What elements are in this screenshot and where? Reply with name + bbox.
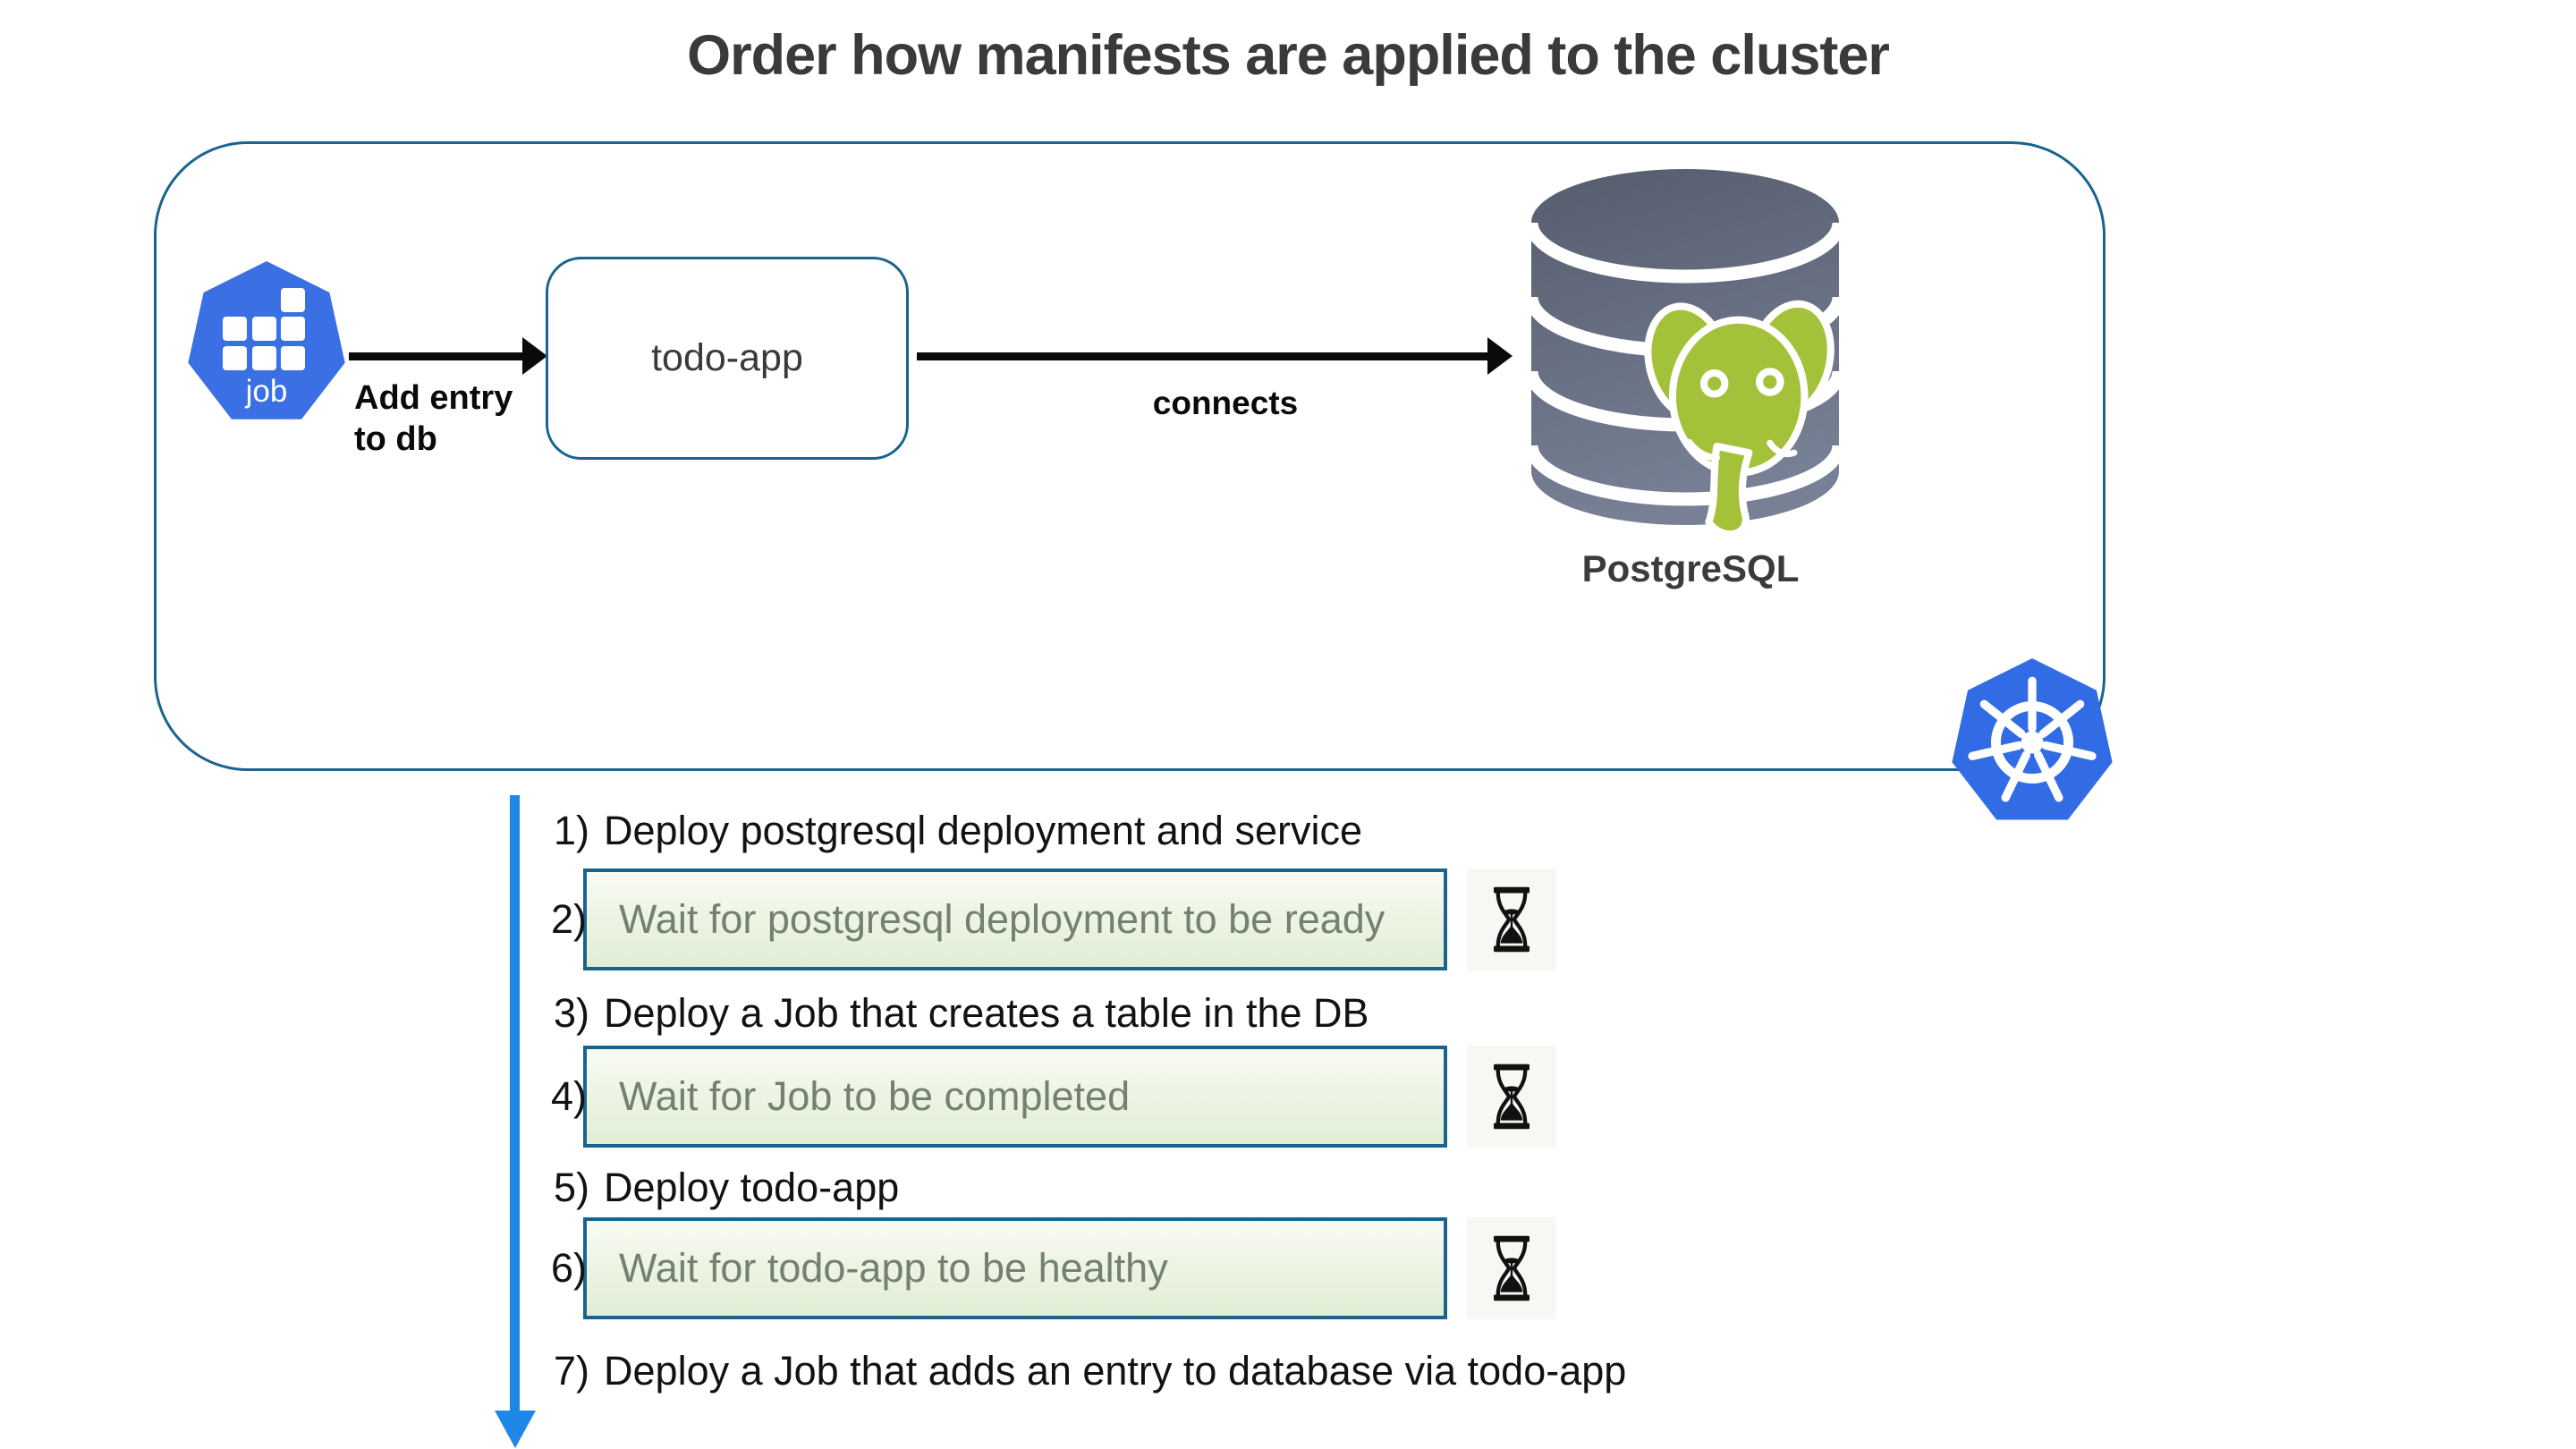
step-text: Deploy a Job that creates a table in the… xyxy=(604,990,1369,1036)
job-node-label: job xyxy=(245,374,288,409)
add-entry-arrow-head xyxy=(522,337,547,375)
add-entry-edge-label: Add entry to db xyxy=(354,379,513,458)
step-text: Wait for Job to be completed xyxy=(619,1073,1131,1119)
step-row-6-wait-box: Wait for todo-app to be healthy xyxy=(583,1217,1447,1319)
job-grid-square xyxy=(281,317,305,341)
hourglass-icon xyxy=(1494,886,1530,953)
connects-edge-label: connects xyxy=(1152,385,1299,421)
job-grid-square xyxy=(223,346,247,370)
hourglass-tile xyxy=(1467,869,1556,970)
hourglass-icon xyxy=(1494,1063,1530,1130)
step-text: Deploy todo-app xyxy=(604,1165,900,1210)
step-number: 2) xyxy=(550,896,587,942)
step-row-5: 5) Deploy todo-app xyxy=(554,1165,899,1211)
step-number: 3) xyxy=(554,990,590,1036)
connects-arrow-head xyxy=(1487,337,1513,375)
step-row-4-wait-box: Wait for Job to be completed xyxy=(583,1046,1447,1148)
connects-arrow-line xyxy=(917,352,1489,360)
step-number: 4) xyxy=(550,1073,587,1119)
todo-app-label: todo-app xyxy=(651,336,803,379)
steps-order-arrow-head xyxy=(495,1411,536,1448)
kubernetes-logo-icon xyxy=(1952,658,2113,820)
hourglass-tile xyxy=(1467,1217,1556,1319)
step-number: 5) xyxy=(554,1165,590,1210)
step-text: Deploy a Job that adds an entry to datab… xyxy=(604,1348,1627,1394)
job-grid-square xyxy=(252,317,276,341)
step-row-1: 1) Deploy postgresql deployment and serv… xyxy=(554,808,1362,854)
todo-app-node: todo-app xyxy=(546,257,909,460)
hourglass-icon xyxy=(1494,1235,1530,1301)
step-number: 1) xyxy=(554,808,590,853)
kubernetes-helm-wheel-icon xyxy=(1968,676,2097,802)
step-row-7: 7) Deploy a Job that adds an entry to da… xyxy=(554,1348,1626,1394)
kubernetes-job-icon: job xyxy=(188,261,345,419)
job-grid-square xyxy=(281,346,305,370)
job-grid-square xyxy=(223,317,247,341)
job-grid-square xyxy=(252,346,276,370)
postgresql-label: PostgreSQL xyxy=(1581,547,1800,589)
step-row-3: 3) Deploy a Job that creates a table in … xyxy=(554,990,1369,1037)
postgresql-elephant xyxy=(1644,300,1835,538)
step-number: 7) xyxy=(554,1348,590,1394)
job-grid-square xyxy=(281,288,305,312)
step-text: Wait for postgresql deployment to be rea… xyxy=(619,896,1385,942)
postgresql-database-icon xyxy=(1524,169,1846,538)
page-title: Order how manifests are applied to the c… xyxy=(687,24,1890,87)
step-text: Wait for todo-app to be healthy xyxy=(619,1245,1168,1291)
step-row-2-wait-box: Wait for postgresql deployment to be rea… xyxy=(583,869,1447,970)
hourglass-tile xyxy=(1467,1046,1556,1148)
step-text: Deploy postgresql deployment and service xyxy=(604,808,1362,853)
steps-order-arrow xyxy=(510,795,520,1411)
add-entry-arrow-line xyxy=(349,352,524,360)
step-number: 6) xyxy=(550,1245,587,1291)
